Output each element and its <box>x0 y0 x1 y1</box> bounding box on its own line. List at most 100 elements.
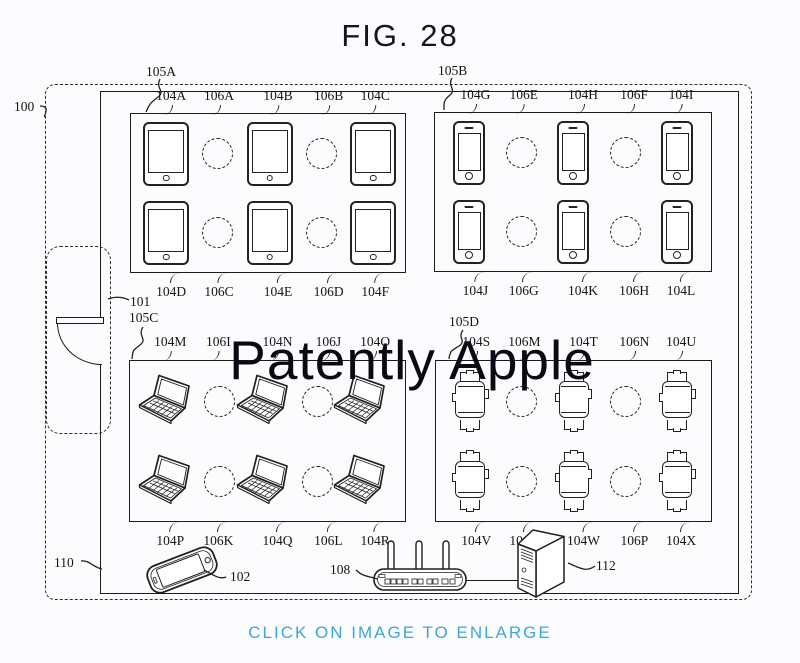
speaker-slot <box>464 126 474 129</box>
device-row <box>130 441 405 521</box>
ref-label: 104T <box>569 334 598 361</box>
watch-band <box>667 420 687 430</box>
smartphone-icon <box>661 120 693 185</box>
ref-label: 104O <box>360 334 390 361</box>
watch-body <box>658 461 696 498</box>
watch-band <box>563 372 584 382</box>
watch-face <box>457 386 483 413</box>
tablet-icon <box>246 200 293 265</box>
smartwatch-icon <box>555 452 592 510</box>
watch-band <box>563 500 584 510</box>
watch-body <box>555 381 592 418</box>
watch-face <box>457 466 483 493</box>
tablet-screen <box>251 208 288 252</box>
dashed-circle-spot <box>609 216 641 247</box>
tablet-screen <box>251 129 288 173</box>
home-button-icon <box>465 251 473 259</box>
ref-label: 104V <box>461 522 491 549</box>
home-button-icon <box>569 251 577 259</box>
device-row <box>131 114 405 193</box>
watch-band <box>667 452 687 462</box>
dashed-circle-spot <box>506 465 538 497</box>
watch-face <box>561 466 586 493</box>
watch-body <box>451 381 489 418</box>
ref-label: 104B <box>263 88 292 115</box>
ref-label: 106H <box>619 272 649 299</box>
watch-band <box>460 372 480 382</box>
ref-label: 104X <box>666 522 696 549</box>
ref-label: 104I <box>669 87 694 114</box>
dashed-circle-spot <box>506 385 538 417</box>
dashed-circle-spot <box>202 138 234 169</box>
ref-label-105D: 105D <box>449 314 479 329</box>
watch-band <box>460 500 480 510</box>
ref-label: 106K <box>203 522 233 549</box>
enlarge-caption-link[interactable]: CLICK ON IMAGE TO ENLARGE <box>248 623 552 642</box>
device-row <box>435 192 711 271</box>
home-button-icon <box>369 253 377 260</box>
ref-label: 106D <box>314 273 344 300</box>
home-button-icon <box>465 172 473 180</box>
watermark: Patently Apple <box>229 329 595 391</box>
network-cable-line <box>462 580 520 581</box>
watch-band <box>460 420 480 430</box>
ref-label-100: 100 <box>14 99 35 114</box>
phone-screen <box>561 132 585 171</box>
watch-face <box>561 386 586 413</box>
router-icon <box>372 538 468 598</box>
device-row <box>436 441 711 521</box>
door-icon <box>56 317 104 324</box>
phone-screen <box>457 132 481 171</box>
smartphone-icon <box>661 199 693 264</box>
watch-body <box>555 461 592 498</box>
tablet-icon <box>143 121 189 186</box>
smartwatch-icon <box>555 372 592 430</box>
ref-label: 104U <box>666 334 696 361</box>
home-button-icon <box>266 174 273 181</box>
ref-label: 106B <box>314 88 343 115</box>
phone-screen <box>457 211 481 250</box>
ref-label: 104S <box>462 334 490 361</box>
ref-label: 104M <box>154 334 186 361</box>
ref-label: 104D <box>156 273 186 300</box>
ref-label: 106P <box>620 522 648 549</box>
tablet-screen <box>148 208 184 252</box>
outer-boundary-100 <box>45 84 752 600</box>
home-button-icon <box>569 172 577 180</box>
dashed-circle-spot <box>505 216 537 247</box>
device-group-box-105B <box>434 112 712 272</box>
ref-label: 104E <box>264 273 293 300</box>
dashed-circle-spot <box>305 138 337 169</box>
dashed-circle-spot <box>204 465 236 497</box>
smartwatch-icon <box>451 452 489 510</box>
ref-label: 106J <box>316 334 342 361</box>
watch-band <box>563 452 584 462</box>
dashed-circle-spot <box>505 137 537 168</box>
tablet-screen <box>148 129 184 173</box>
home-button-icon <box>162 253 170 260</box>
dashed-circle-spot <box>204 385 236 417</box>
ref-label-108: 108 <box>330 562 351 577</box>
ref-label: 104W <box>567 522 600 549</box>
ref-label: 104H <box>568 87 598 114</box>
ref-label: 106E <box>509 87 538 114</box>
ref-label: 106I <box>206 334 231 361</box>
tower-computer-icon <box>512 523 568 599</box>
ref-label: 104F <box>361 273 389 300</box>
smartphone-icon <box>557 199 589 264</box>
ref-label-110: 110 <box>54 555 74 570</box>
ref-label: 106N <box>619 334 649 361</box>
ref-label: 104A <box>156 88 186 115</box>
watch-face <box>664 386 690 413</box>
device-row <box>130 361 405 441</box>
ref-label: 106L <box>314 522 343 549</box>
watch-body <box>658 381 696 418</box>
smartphone-icon <box>453 199 485 264</box>
ref-label: 106M <box>508 334 540 361</box>
watch-body <box>451 461 489 498</box>
watch-band <box>460 452 480 462</box>
tablet-icon <box>246 121 293 186</box>
dashed-circle-spot <box>609 465 641 497</box>
home-button-icon <box>266 253 273 260</box>
